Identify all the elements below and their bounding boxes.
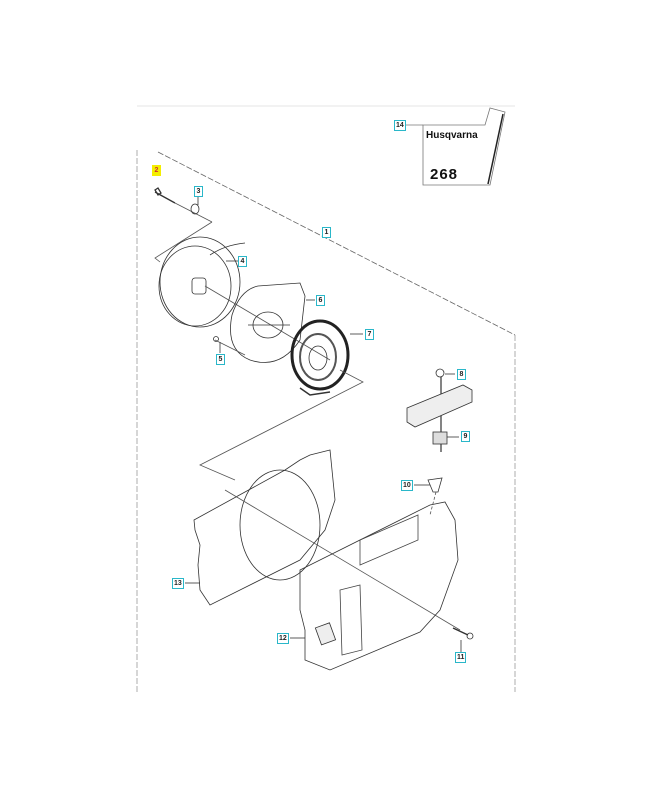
part-label-14[interactable]: 14 <box>394 120 406 131</box>
handle-part-9 <box>406 384 473 428</box>
decal-outline <box>422 107 506 186</box>
decal-model: 268 <box>430 166 459 183</box>
pulley-cord <box>209 242 246 256</box>
part-label-10[interactable]: 10 <box>401 480 413 491</box>
axis-line-3 <box>224 489 461 631</box>
frame-diagonal <box>157 151 516 336</box>
decal-brand: Husqvarna <box>426 130 478 141</box>
part-label-7[interactable]: 7 <box>365 329 374 340</box>
part-label-12[interactable]: 12 <box>277 633 289 644</box>
knob-part-8 <box>435 368 445 378</box>
part-label-13[interactable]: 13 <box>172 578 184 589</box>
fan-housing-part-13 <box>193 449 336 606</box>
pulley-inner <box>158 245 232 327</box>
bushing-part-10 <box>427 477 443 493</box>
part-label-1[interactable]: 1 <box>322 227 331 238</box>
axis-line <box>174 202 213 223</box>
starter-cover-part-12 <box>299 501 459 671</box>
screw-part-11 <box>452 627 469 636</box>
assembly-line-2 <box>199 369 364 481</box>
screw-part-2 <box>154 187 176 204</box>
part-label-2[interactable]: 2 <box>152 165 161 176</box>
pulley-part-4 <box>159 236 241 328</box>
spring-pulley-part-7 <box>290 319 350 391</box>
decal-edge <box>487 113 504 185</box>
cover-vents <box>339 514 419 656</box>
pulley-hub <box>191 277 207 295</box>
part-label-3[interactable]: 3 <box>194 186 203 197</box>
washer-part-3 <box>190 203 200 215</box>
part-label-11[interactable]: 11 <box>455 652 467 663</box>
part-label-6[interactable]: 6 <box>316 295 325 306</box>
handle-grip <box>432 431 448 445</box>
part-label-8[interactable]: 8 <box>457 369 466 380</box>
part-label-5[interactable]: 5 <box>216 354 225 365</box>
assembly-line <box>154 221 213 263</box>
axis-line-2 <box>204 285 331 361</box>
part-label-9[interactable]: 9 <box>461 431 470 442</box>
screw-part-5 <box>214 339 246 356</box>
part-label-4[interactable]: 4 <box>238 256 247 267</box>
